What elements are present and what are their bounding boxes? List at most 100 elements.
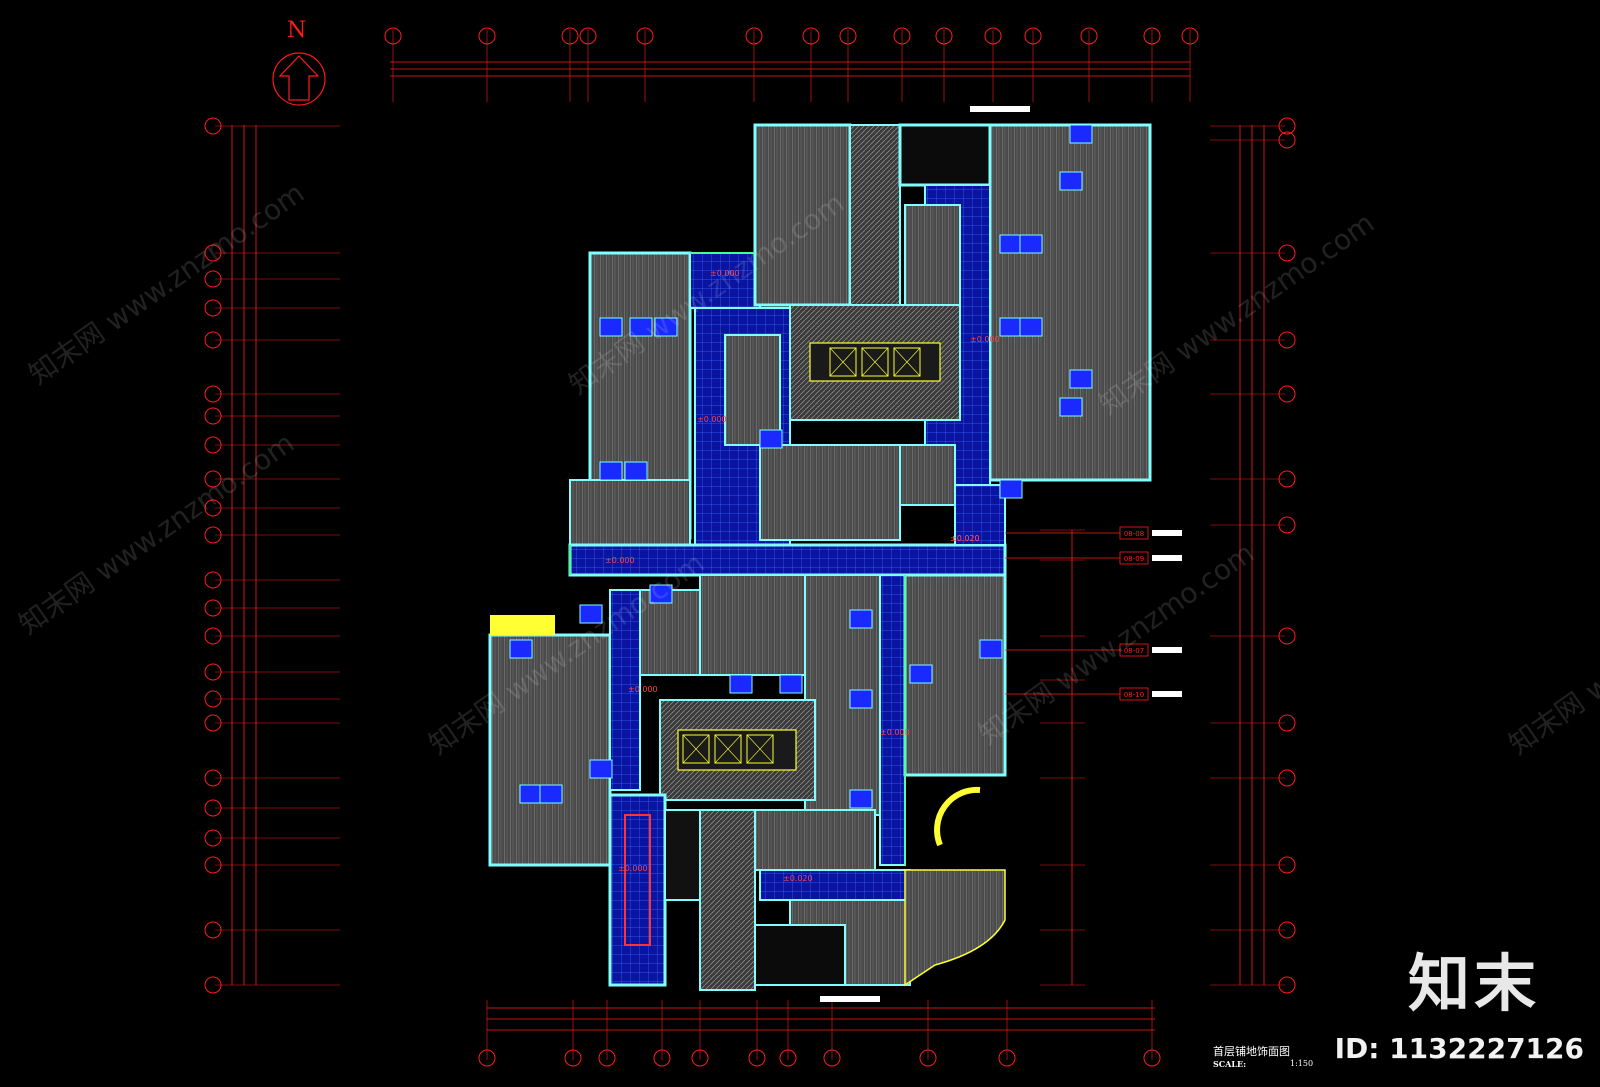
elevation-label: ±0.020 (950, 534, 980, 543)
top-grid-bubble (478, 27, 496, 45)
fixture (579, 604, 603, 624)
left-grid-bubble (204, 436, 222, 454)
top-grid-bubble (636, 27, 654, 45)
main-corridor (568, 543, 1007, 577)
top-grid-bubble (384, 27, 402, 45)
top-grid-bubble (935, 27, 953, 45)
left-grid-bubble (204, 599, 222, 617)
fixture (849, 789, 873, 809)
left-grid-bubble (204, 331, 222, 349)
lift-car (829, 347, 857, 377)
right-grid-bubble (1278, 117, 1296, 135)
callout-flag (970, 106, 1030, 112)
left-grid-bubble (204, 690, 222, 708)
corridor (879, 574, 906, 866)
lift-car (682, 734, 710, 764)
curved-terrace (904, 869, 1006, 987)
left-grid-bubble (204, 799, 222, 817)
stair-landing (490, 615, 555, 635)
right-grid-bubble (1278, 131, 1296, 149)
fixture (849, 689, 873, 709)
bottom-grid-bubble (998, 1049, 1016, 1067)
fixture (599, 461, 623, 481)
room (699, 574, 806, 676)
room (754, 809, 876, 871)
fixture (979, 639, 1003, 659)
bottom-grid-bubble (653, 1049, 671, 1067)
left-grid-bubble (204, 407, 222, 425)
fixture (539, 784, 563, 804)
right-grid-bubble (1278, 769, 1296, 787)
bottom-grid-bubble (598, 1049, 616, 1067)
left-grid-bubble (204, 117, 222, 135)
fixture (1069, 124, 1093, 144)
stair-hall (898, 123, 992, 187)
elevation-label: ±0.000 (628, 685, 658, 694)
top-grid-bubble (802, 27, 820, 45)
callout-flag (820, 996, 880, 1002)
left-grid-bubble (204, 270, 222, 288)
fixture (1059, 171, 1083, 191)
left-grid-bubble (204, 571, 222, 589)
fixture (999, 317, 1023, 337)
elevation-label: ±0.000 (605, 556, 635, 565)
right-grid-bubble (1278, 976, 1296, 994)
top-grid-bubble (745, 27, 763, 45)
lift-car (746, 734, 774, 764)
room (724, 334, 781, 446)
top-grid-bubble (561, 27, 579, 45)
pool-corridor (608, 793, 667, 987)
fixture (1059, 397, 1083, 417)
fixture (909, 664, 933, 684)
lift-car (861, 347, 889, 377)
left-grid-bubble (204, 663, 222, 681)
section-tag-box (1119, 526, 1149, 540)
left-grid-bubble (204, 299, 222, 317)
fixture (649, 584, 673, 604)
fixture (509, 639, 533, 659)
elevation-label: ±0.000 (618, 864, 648, 873)
bottom-grid-bubble (919, 1049, 937, 1067)
section-flag (1152, 647, 1182, 653)
bottom-grid-bubble (748, 1049, 766, 1067)
corridor (609, 589, 641, 791)
room (759, 444, 901, 541)
left-grid-bubble (204, 627, 222, 645)
room (904, 204, 961, 306)
fixture (849, 609, 873, 629)
elevation-label: ±0.000 (697, 415, 727, 424)
corridor (689, 252, 761, 309)
elevation-label: ±0.000 (710, 269, 740, 278)
fixture (654, 317, 678, 337)
right-grid-bubble (1278, 856, 1296, 874)
lift-bank (677, 729, 797, 771)
fixture (1069, 369, 1093, 389)
top-grid-bubble (1024, 27, 1042, 45)
lift-cross (861, 347, 889, 377)
right-grid-bubble (1278, 714, 1296, 732)
room (488, 633, 612, 867)
room (569, 479, 691, 546)
lift-cross (682, 734, 710, 764)
elevation-label: ±0.000 (970, 335, 1000, 344)
section-tag-box (1119, 687, 1149, 701)
bottom-grid-bubble (564, 1049, 582, 1067)
lift-car (893, 347, 921, 377)
right-grid-bubble (1278, 385, 1296, 403)
bottom-grid-bubble (691, 1049, 709, 1067)
section-tag: 08-10 (1124, 691, 1144, 699)
bottom-grid-bubble (823, 1049, 841, 1067)
fixture (759, 429, 783, 449)
asset-id: ID: 1132227126 (1334, 1032, 1584, 1065)
service-lift (664, 809, 701, 901)
fixture (519, 784, 543, 804)
fixture (1019, 234, 1043, 254)
left-grid-bubble (204, 385, 222, 403)
section-flag (1152, 691, 1182, 697)
section-tag: 08-09 (1124, 555, 1144, 563)
corridor (954, 484, 1006, 546)
lift-cross (714, 734, 742, 764)
section-flag (1152, 530, 1182, 536)
lobby (849, 124, 901, 306)
fixture (999, 234, 1023, 254)
